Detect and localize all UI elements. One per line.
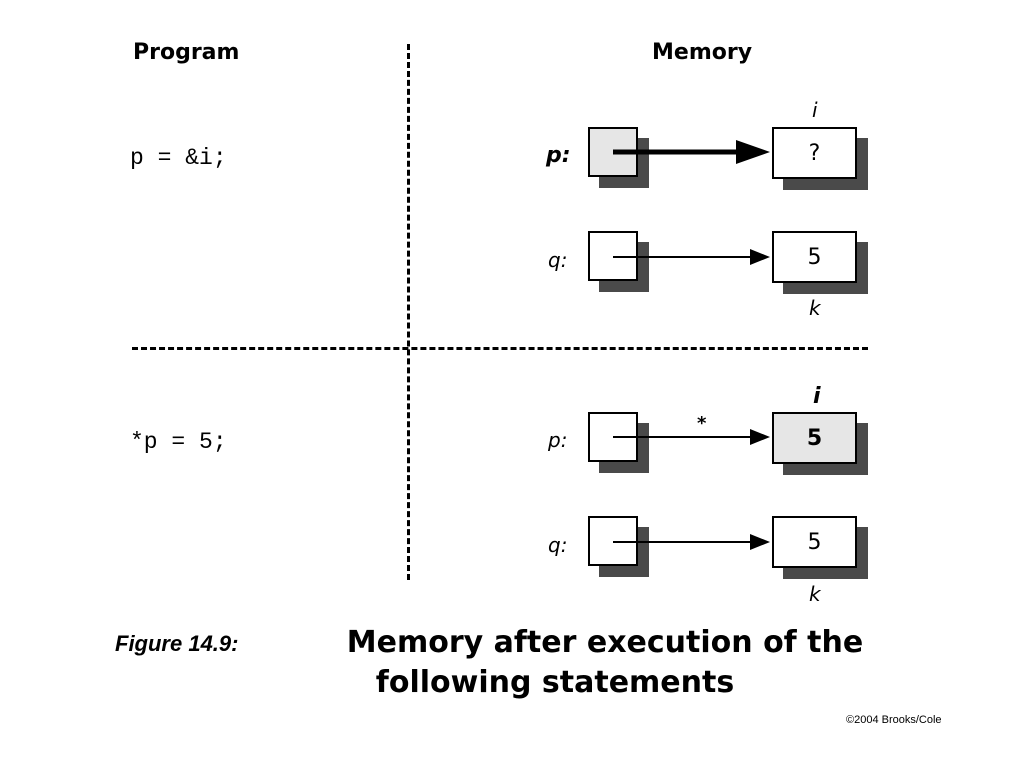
panel2-i-label: i [813,384,821,409]
panel1-k-label: k [809,296,821,320]
panel1-i-label: i [812,98,818,122]
panel2-k-box: 5 [772,516,857,568]
horizontal-divider [132,347,868,350]
copyright-notice: ©2004 Brooks/Cole [846,714,942,726]
panel2-k-label: k [809,582,821,606]
panel2-q-arrow [613,534,770,550]
panel2-p-arrow [613,429,770,445]
vertical-divider [407,44,410,580]
memory-header: Memory [652,40,753,65]
panel2-i-box: 5 [772,412,857,464]
caption-line-1: Memory after execution of the [346,625,864,660]
figure-caption: Memory after execution of the following … [300,623,910,703]
dereference-marker: * [697,413,707,434]
statement-assign-address: p = &i; [130,145,227,171]
panel1-q-arrow [613,249,770,265]
panel1-p-label: p: [546,143,571,168]
panel2-q-label: q: [548,533,568,557]
panel1-p-arrow [613,140,770,164]
program-header: Program [133,40,240,65]
caption-line-2: following statements [375,665,735,700]
figure-number: Figure 14.9: [115,631,239,656]
panel2-p-label: p: [548,428,568,452]
statement-deref-assign: *p = 5; [130,429,227,455]
panel1-q-label: q: [548,248,568,272]
panel1-i-box: ? [772,127,857,179]
panel1-k-box: 5 [772,231,857,283]
